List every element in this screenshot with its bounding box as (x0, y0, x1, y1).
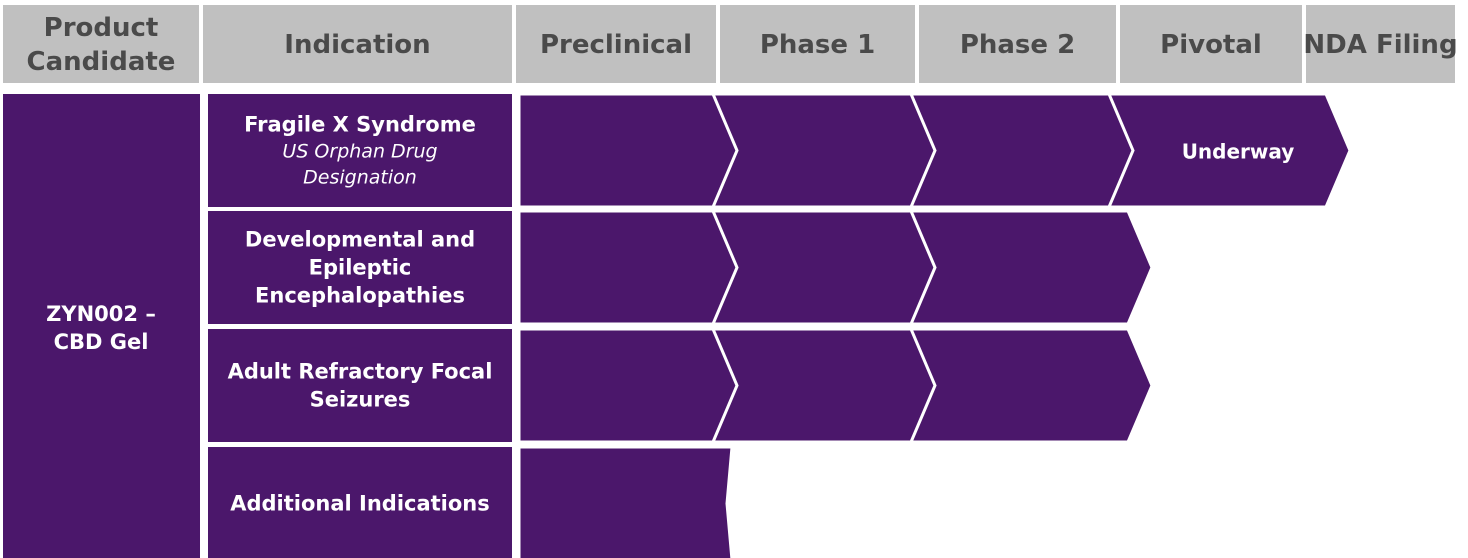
header-pivotal-cell (1120, 5, 1302, 83)
indication-name-line: Adult Refractory Focal (228, 360, 493, 384)
header-preclinical: Preclinical (516, 5, 716, 83)
stage-chevron-1 (710, 327, 941, 444)
stage-chevron-0 (517, 327, 743, 444)
stage-chevron-0 (517, 445, 734, 558)
indication-cell (208, 329, 512, 442)
stage-chevron-0 (517, 92, 743, 209)
header-phase1-line-0: Phase 1 (760, 30, 875, 60)
header-phase1: Phase 1 (720, 5, 915, 83)
header-nda-line-0: NDA Filing (1303, 30, 1457, 60)
header-indication: Indication (203, 5, 512, 83)
indication-note-line: Designation (303, 167, 417, 189)
stage-bar-row-3 (517, 445, 734, 558)
product-name-line-0: ZYN002 – (46, 302, 156, 326)
header-preclinical-cell (516, 5, 716, 83)
indication-note-line: US Orphan Drug (282, 141, 437, 163)
stage-chevron-0 (517, 209, 743, 326)
stage-bar-row-2 (517, 327, 1154, 444)
indication-name-line: Additional Indications (230, 492, 490, 516)
header-phase2-cell (919, 5, 1116, 83)
stage-chevron-2 (908, 92, 1139, 209)
indication-name-line: Fragile X Syndrome (244, 113, 476, 137)
indication-cell (208, 447, 512, 558)
indication-row-0: Fragile X Syndrome US Orphan DrugDesignat… (208, 94, 512, 207)
stage-chevron-2 (908, 327, 1154, 444)
header-phase2-line-0: Phase 2 (960, 30, 1075, 60)
indication-row-3: Additional Indications (208, 447, 512, 558)
product-cell (3, 94, 200, 558)
indication-cell (208, 211, 512, 324)
stage-chevron-1 (710, 209, 941, 326)
header-product-line-1: Candidate (27, 47, 176, 77)
header-product-cell (3, 5, 199, 83)
indication-row-1: Developmental andEpilepticEncephalopathi… (208, 211, 512, 324)
header-phase1-cell (720, 5, 915, 83)
header-phase2: Phase 2 (919, 5, 1116, 83)
stage-chevron-2 (908, 209, 1154, 326)
indication-column: Fragile X Syndrome US Orphan DrugDesignat… (208, 94, 512, 558)
header-nda-cell (1306, 5, 1455, 83)
indication-name-line: Seizures (310, 388, 411, 412)
stage-chevron-3 (1106, 92, 1352, 209)
header-product-line-0: Product (44, 13, 159, 43)
stage-bar-row-0: Underway (517, 92, 1352, 209)
stage-arrows: Underway (517, 92, 1352, 558)
indication-name-line: Developmental and (245, 228, 475, 252)
indication-name-line: Epileptic (309, 256, 412, 280)
header-indication-line-0: Indication (284, 30, 430, 60)
indication-name-line: Encephalopathies (255, 284, 465, 308)
header-indication-cell (203, 5, 512, 83)
progress-label: Underway (1182, 140, 1295, 164)
stage-chevron-1 (710, 92, 941, 209)
product-name-line-1: CBD Gel (54, 330, 149, 354)
header-pivotal-line-0: Pivotal (1160, 30, 1262, 60)
header-preclinical-line-0: Preclinical (540, 30, 692, 60)
header-pivotal: Pivotal (1120, 5, 1302, 83)
stage-bar-row-1 (517, 209, 1154, 326)
product-column: ZYN002 – CBD Gel (3, 94, 200, 558)
header-nda: NDA Filing (1303, 5, 1458, 83)
indication-cell (208, 94, 512, 207)
